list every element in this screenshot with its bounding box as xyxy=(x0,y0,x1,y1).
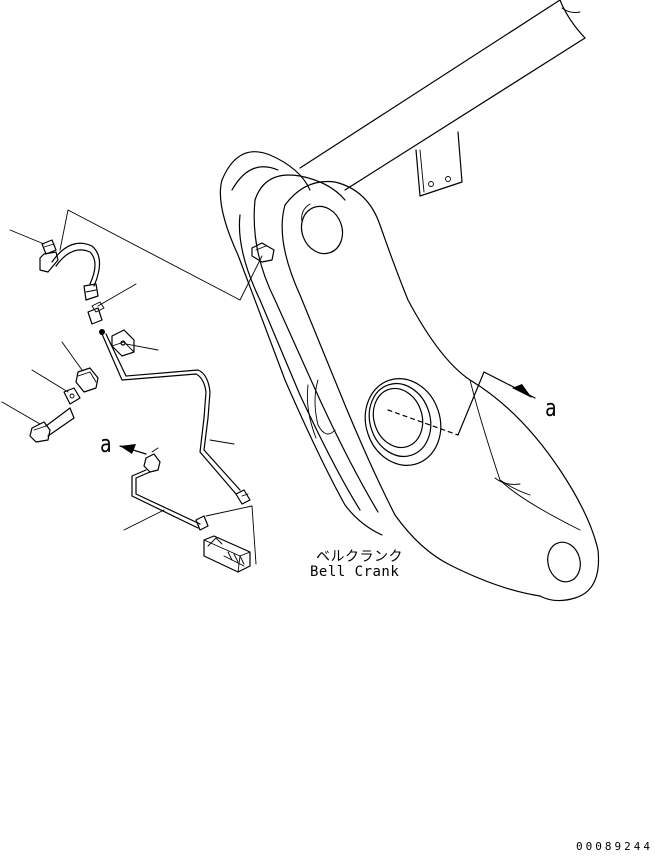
bolt xyxy=(29,407,75,443)
grease-pipe-short xyxy=(131,447,209,531)
washer xyxy=(63,387,81,405)
grease-hose-assembly xyxy=(39,239,105,325)
bell-crank-label-jp: ベルクランク xyxy=(316,549,403,565)
part-number: 00089244 xyxy=(576,840,653,853)
grease-block xyxy=(203,535,251,573)
view-label-left: a xyxy=(100,430,112,458)
clamp-nut xyxy=(75,367,99,393)
frame-bracket xyxy=(415,131,463,197)
view-indicator-right xyxy=(387,371,536,436)
view-indicator-left xyxy=(119,444,147,455)
grease-pipe-long xyxy=(99,329,251,505)
bell-crank-label-en: Bell Crank xyxy=(310,564,400,580)
frame-boom xyxy=(299,0,586,191)
leader-lines xyxy=(1,209,263,565)
view-label-right: a xyxy=(545,394,557,422)
pipe-clamp-upper xyxy=(111,329,135,357)
bell-crank xyxy=(219,151,600,602)
